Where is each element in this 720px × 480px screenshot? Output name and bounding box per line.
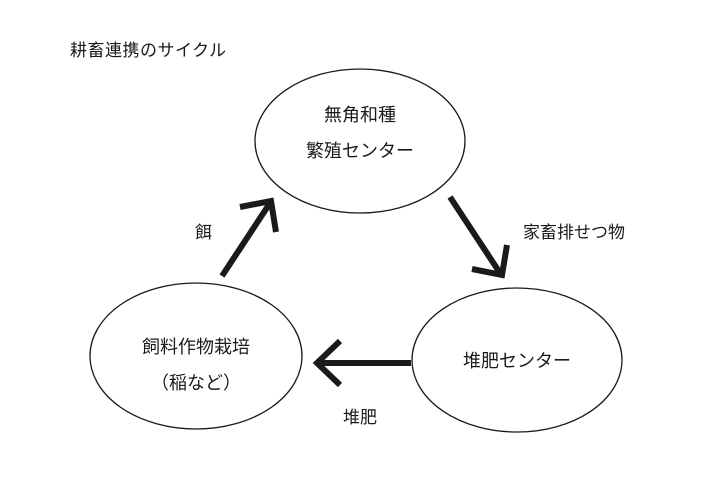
node-right-label: 堆肥センター (412, 344, 622, 380)
arrow-feed (219, 197, 279, 278)
node-top-ellipse (254, 68, 466, 214)
edge-label-compost: 堆肥 (343, 408, 377, 428)
node-left-ellipse (89, 282, 303, 430)
arrow-compost (312, 338, 411, 388)
node-left-line-1: 飼料作物栽培 (142, 337, 250, 358)
node-top-label: 無角和種 繁殖センター (258, 98, 462, 170)
arrow-manure (447, 195, 510, 279)
diagram-title: 耕畜連携のサイクル (70, 41, 227, 61)
node-left-line-2: （稲など） (151, 373, 241, 394)
node-right-ellipse (411, 287, 623, 433)
edge-label-manure: 家畜排せつ物 (523, 223, 625, 243)
node-top-line-2: 繁殖センター (306, 141, 414, 162)
edge-label-feed: 餌 (195, 223, 212, 243)
node-left-label: 飼料作物栽培 （稲など） (92, 330, 300, 402)
node-right-line-1: 堆肥センター (463, 351, 571, 372)
node-top-line-1: 無角和種 (324, 105, 396, 126)
